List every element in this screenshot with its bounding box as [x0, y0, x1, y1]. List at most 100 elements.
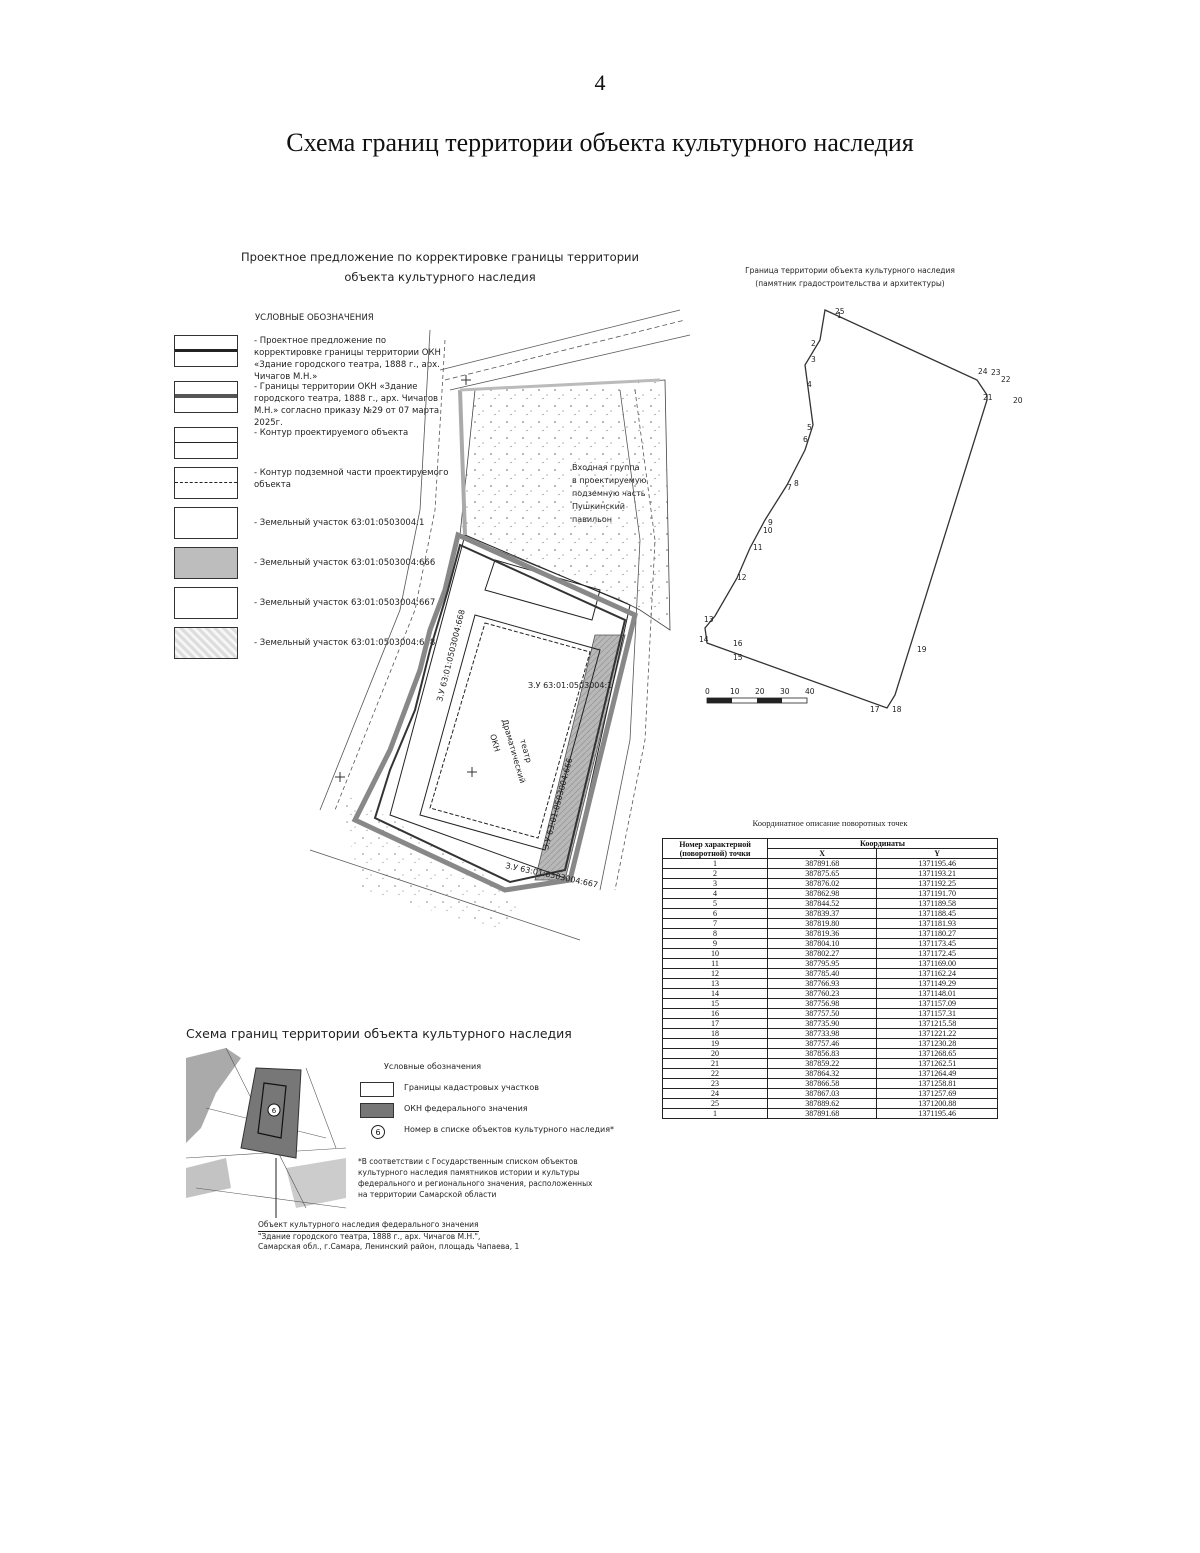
- legend-label: - Земельный участок 63:01:0503004:667: [254, 598, 436, 608]
- point-number-cell: 1: [662, 1108, 768, 1119]
- legend-label: - Земельный участок 63:01:0503004:668: [254, 638, 436, 648]
- point-number-cell: 18: [662, 1028, 768, 1039]
- point-number-cell: 1: [662, 858, 768, 869]
- point-label: 1: [837, 311, 842, 320]
- legend-swatch-underground-contour: [174, 467, 238, 499]
- point-label: 24: [978, 367, 988, 376]
- y-cell: 1371195.46: [876, 858, 998, 869]
- scheme-legend-heading: Условные обозначения: [384, 1062, 482, 1071]
- x-cell: 387760.23: [766, 988, 878, 999]
- y-cell: 1371181.93: [876, 918, 998, 929]
- scheme-map-badge: 6: [272, 1107, 277, 1115]
- scale-label: 40: [805, 687, 815, 696]
- scale-label: 10: [730, 687, 740, 696]
- point-number-cell: 9: [662, 938, 768, 949]
- y-cell: 1371148.01: [876, 988, 998, 999]
- point-number-cell: 17: [662, 1018, 768, 1029]
- point-number-cell: 21: [662, 1058, 768, 1069]
- point-number-cell: 16: [662, 1008, 768, 1019]
- point-label: 10: [763, 526, 773, 535]
- point-number-cell: 6: [662, 908, 768, 919]
- legend-label: - Контур подземной части проектируемого …: [254, 468, 449, 490]
- entrance-label-4: Пушкинский: [572, 502, 625, 511]
- legend-swatch-proposed-boundary: [174, 335, 238, 367]
- legend-swatch-parcel-1: [174, 507, 238, 539]
- point-label: 16: [733, 639, 743, 648]
- y-cell: 1371221.22: [876, 1028, 998, 1039]
- legend-swatch-parcel-666: [174, 547, 238, 579]
- point-number-cell: 4: [662, 888, 768, 899]
- header-y: Y: [876, 848, 998, 859]
- x-cell: 387802.27: [766, 948, 878, 959]
- entrance-label-3: подземную часть: [572, 489, 646, 498]
- page-title: Схема границ территории объекта культурн…: [286, 128, 914, 157]
- legend-label: - Земельный участок 63:01:0503004:1: [254, 518, 425, 528]
- swatch-cadastral: [360, 1082, 394, 1097]
- x-cell: 387891.68: [766, 858, 878, 869]
- x-cell: 387856.83: [766, 1048, 878, 1059]
- x-cell: 387876.02: [766, 878, 878, 889]
- point-label: 6: [803, 435, 808, 444]
- object-line2: "Здание городского театра, 1888 г., арх.…: [258, 1231, 481, 1241]
- x-cell: 387866.58: [766, 1078, 878, 1089]
- point-label: 4: [807, 380, 812, 389]
- y-cell: 1371258.81: [876, 1078, 998, 1089]
- y-cell: 1371268.65: [876, 1048, 998, 1059]
- point-label: 3: [811, 355, 816, 364]
- y-cell: 1371149.29: [876, 978, 998, 989]
- point-number-cell: 24: [662, 1088, 768, 1099]
- object-line3: Самарская обл., г.Самара, Ленинский райо…: [258, 1242, 520, 1251]
- point-label: 8: [794, 479, 799, 488]
- x-cell: 387756.98: [766, 998, 878, 1009]
- point-label: 17: [870, 705, 880, 714]
- x-cell: 387839.37: [766, 908, 878, 919]
- entrance-label-1: Входная группа: [572, 463, 640, 472]
- point-label: 12: [737, 573, 747, 582]
- point-label: 23: [991, 368, 1001, 377]
- point-number-cell: 5: [662, 898, 768, 909]
- legend-badge-number: 6: [375, 1128, 380, 1137]
- point-label: 13: [704, 615, 714, 624]
- x-cell: 387795.95: [766, 958, 878, 969]
- header-coords: Координаты: [767, 838, 998, 849]
- point-number-cell: 10: [662, 948, 768, 959]
- point-number-cell: 14: [662, 988, 768, 999]
- point-label: 11: [753, 543, 763, 552]
- point-label: 15: [733, 653, 743, 662]
- x-cell: 387733.98: [766, 1028, 878, 1039]
- point-number-cell: 19: [662, 1038, 768, 1049]
- plan-title: Проектное предложение по корректировке г…: [240, 247, 640, 287]
- point-number-cell: 20: [662, 1048, 768, 1059]
- plan-title-line2: объекта культурного наследия: [344, 270, 536, 284]
- y-cell: 1371189.58: [876, 898, 998, 909]
- x-cell: 387757.50: [766, 1008, 878, 1019]
- x-cell: 387889.62: [766, 1098, 878, 1109]
- y-cell: 1371188.45: [876, 908, 998, 919]
- point-label: 18: [892, 705, 902, 714]
- parcel-label-668: З.У 63:01:0503004:668: [435, 609, 467, 703]
- scale-label: 30: [780, 687, 790, 696]
- x-cell: 387819.36: [766, 928, 878, 939]
- scheme-title: Схема границ территории объекта культурн…: [186, 1026, 572, 1041]
- boundary-map-title: Граница территории объекта культурного н…: [700, 264, 1000, 290]
- point-number-cell: 22: [662, 1068, 768, 1079]
